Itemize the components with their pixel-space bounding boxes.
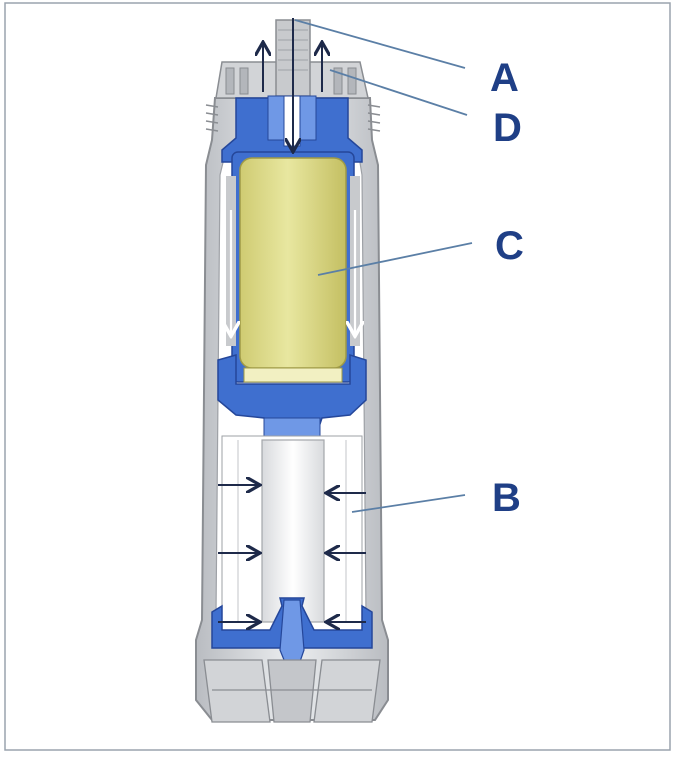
inflow-arrows	[263, 18, 322, 150]
housing-threads	[205, 104, 381, 132]
leader-c	[317, 242, 473, 276]
housing-base-feet	[203, 659, 381, 723]
leader-a	[294, 19, 466, 69]
callout-label-c: C	[495, 224, 524, 268]
callout-label-d: D	[493, 106, 522, 150]
leader-b	[351, 494, 466, 513]
radial-flow-arrows	[218, 485, 366, 622]
carbon-cartridge	[226, 151, 360, 383]
callout-label-b: B	[492, 476, 521, 520]
blue-middle-seat	[217, 353, 367, 441]
membrane-chamber	[221, 435, 363, 623]
callout-leaders	[294, 19, 473, 513]
crown-ribs	[225, 67, 357, 95]
image-frame	[4, 2, 671, 751]
bypass-arrows	[231, 210, 355, 334]
leader-d	[329, 69, 468, 116]
callout-label-a: A	[490, 56, 519, 100]
